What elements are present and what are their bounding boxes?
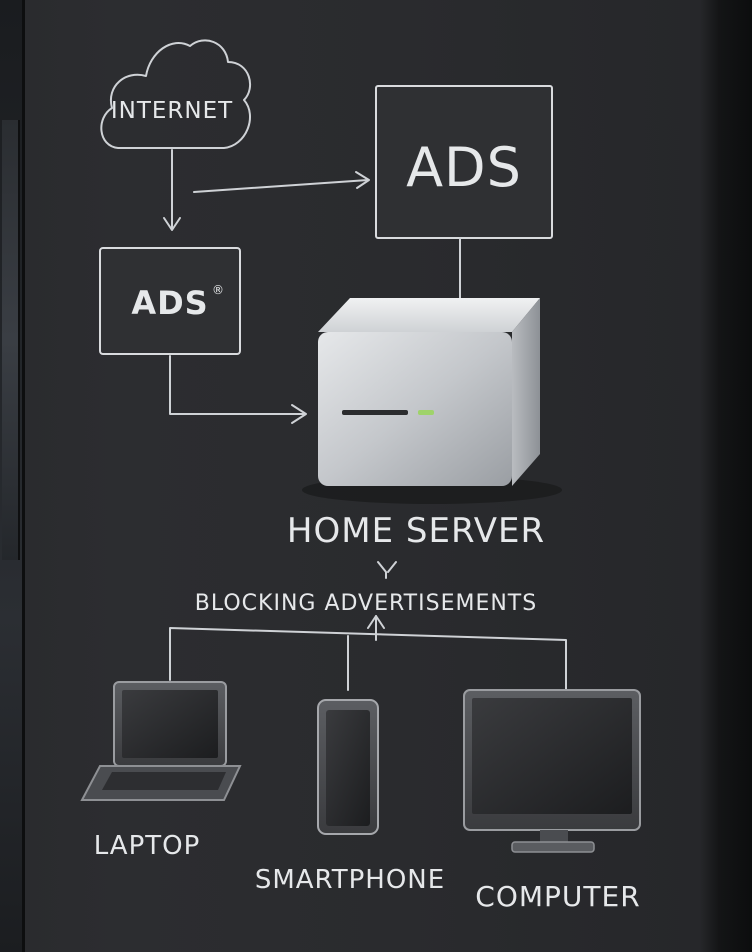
connectors [163, 149, 461, 424]
computer-label: COMPUTER [475, 880, 640, 913]
smartphone-label: SMARTPHONE [255, 865, 445, 895]
cloud-icon [100, 39, 252, 149]
ads-top-label: ADS [406, 136, 522, 199]
filter-icon [377, 561, 397, 579]
distribution-lines [169, 615, 567, 693]
laptop-label: LAPTOP [94, 831, 201, 861]
blocking-label: BLOCKING ADVERTISEMENTS [195, 591, 537, 616]
smartphone-icon [317, 699, 379, 835]
ads-small-label: ADS [131, 284, 208, 322]
internet-label: INTERNET [111, 98, 233, 124]
ads-box-top [375, 85, 553, 239]
laptop-icon [80, 681, 242, 801]
board-shadow-edge [718, 0, 752, 952]
background-window-frame [0, 0, 22, 952]
status-led [418, 410, 434, 415]
monitor-icon [463, 689, 641, 853]
server-icon [302, 298, 562, 504]
home-server-label: HOME SERVER [287, 511, 545, 551]
board-edge [22, 0, 25, 952]
ads-box-small [99, 247, 241, 355]
ads-small-mark: ® [212, 283, 225, 297]
